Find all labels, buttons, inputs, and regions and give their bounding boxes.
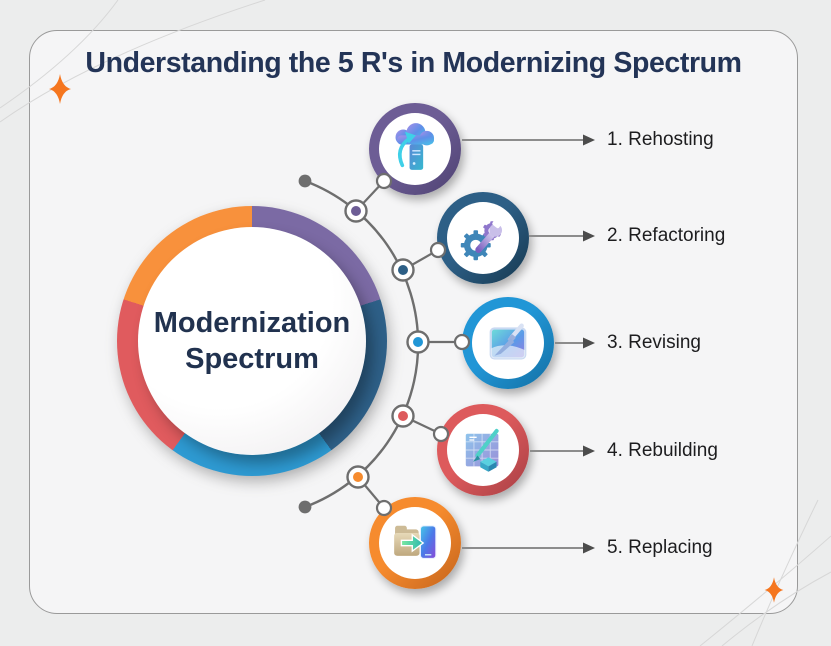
blueprint-pen-icon: [465, 428, 499, 472]
item-label-rebuilding: 4. Rebuilding: [607, 440, 718, 461]
item-label-refactoring: 2. Refactoring: [607, 225, 726, 246]
item-badge-refactoring: [437, 192, 529, 284]
page-title: Understanding the 5 R's in Modernizing S…: [85, 47, 742, 79]
wheel-center: Modernization Spectrum: [138, 227, 366, 455]
item-badge-rebuilding-face: [447, 414, 519, 486]
item-badge-refactoring-face: [447, 202, 519, 274]
spectrum-wheel: Modernization Spectrum: [117, 206, 387, 476]
item-label-rehosting: 1. Rehosting: [607, 129, 714, 150]
folder-to-phone-icon: [394, 525, 437, 559]
item-label-replacing: 5. Replacing: [607, 537, 713, 558]
wheel-center-label: Modernization Spectrum: [154, 305, 351, 377]
center-label-line1: Modernization: [153, 307, 351, 339]
item-badge-rebuilding: [437, 404, 529, 496]
item-badge-revising: [462, 297, 554, 389]
center-label-line2: Spectrum: [185, 343, 319, 375]
item-badge-replacing: [369, 497, 461, 589]
item-badge-rehosting: [369, 103, 461, 195]
item-badge-revising-face: [472, 307, 544, 379]
gear-wrench-icon: [460, 218, 503, 261]
item-badge-replacing-face: [379, 507, 451, 579]
item-badge-rehosting-face: [379, 113, 451, 185]
cloud-migration-icon: [395, 123, 435, 170]
item-label-revising: 3. Revising: [607, 332, 701, 353]
screen-paintbrush-icon: [489, 323, 527, 360]
